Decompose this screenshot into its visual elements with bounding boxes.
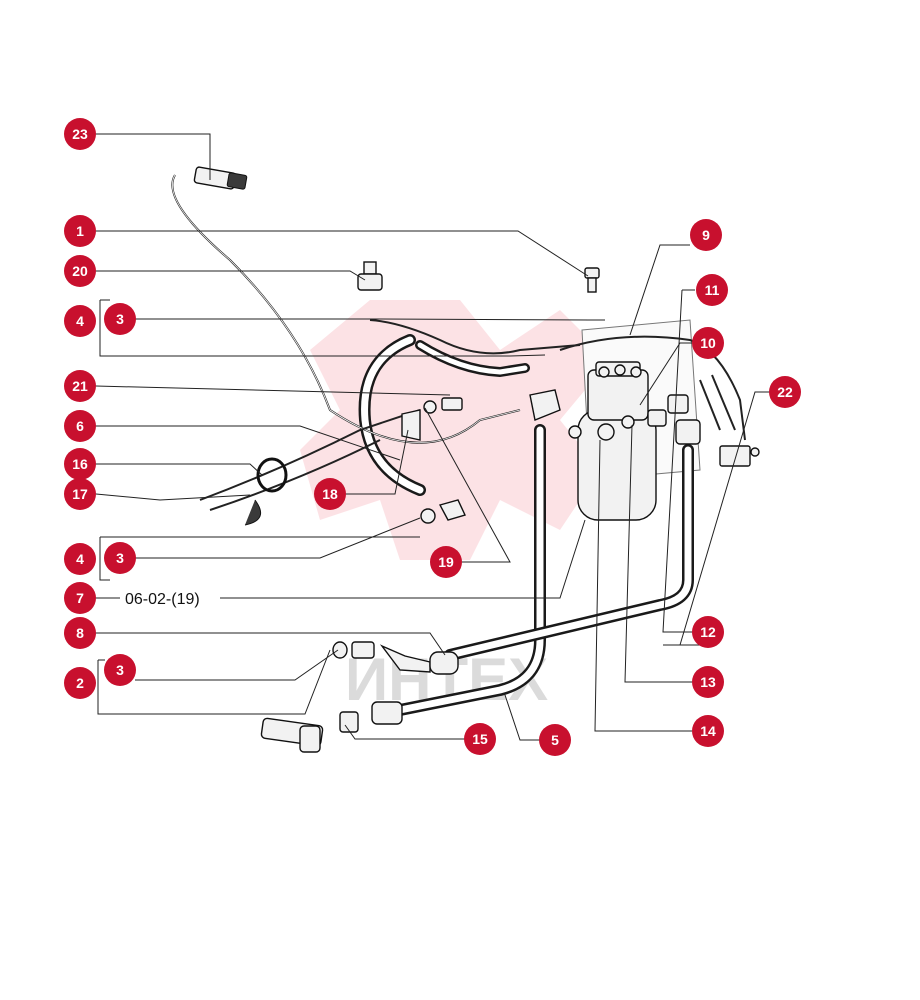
callout-1: 1 bbox=[64, 215, 96, 247]
callout-16-label: 16 bbox=[72, 456, 88, 472]
callout-11: 11 bbox=[696, 274, 728, 306]
callout-10-label: 10 bbox=[700, 335, 716, 351]
callout-14: 14 bbox=[692, 715, 724, 747]
callout-21: 21 bbox=[64, 370, 96, 402]
callout-3-middle-label: 3 bbox=[116, 550, 124, 566]
callout-10: 10 bbox=[692, 327, 724, 359]
callout-3-upper: 3 bbox=[104, 303, 136, 335]
filter-inlet-fittings bbox=[529, 389, 635, 441]
banjo-bolt-part bbox=[423, 397, 463, 414]
callout-2: 2 bbox=[64, 667, 96, 699]
callout-9-label: 9 bbox=[702, 227, 710, 243]
callout-4-upper: 4 bbox=[64, 305, 96, 337]
callout-8: 8 bbox=[64, 617, 96, 649]
bolt-part bbox=[584, 267, 600, 293]
callout-6: 6 bbox=[64, 410, 96, 442]
clip-part bbox=[401, 409, 421, 441]
callout-15: 15 bbox=[464, 723, 496, 755]
callout-4-lower-label: 4 bbox=[76, 551, 84, 567]
tee-fitting bbox=[260, 717, 324, 753]
callout-20: 20 bbox=[64, 255, 96, 287]
callout-12: 12 bbox=[692, 616, 724, 648]
adapter-fitting bbox=[339, 701, 403, 733]
callout-3-middle: 3 bbox=[104, 542, 136, 574]
clamp-part bbox=[244, 457, 288, 526]
callout-9: 9 bbox=[690, 219, 722, 251]
callout-7: 7 bbox=[64, 582, 96, 614]
callout-4-upper-label: 4 bbox=[76, 313, 84, 329]
callout-18-label: 18 bbox=[322, 486, 338, 502]
callout-16: 16 bbox=[64, 448, 96, 480]
callout-7-label: 7 bbox=[76, 590, 84, 606]
elbow-fitting bbox=[420, 499, 466, 524]
callout-14-label: 14 bbox=[700, 723, 716, 739]
callout-18: 18 bbox=[314, 478, 346, 510]
callout-21-label: 21 bbox=[72, 378, 88, 394]
callout-17: 17 bbox=[64, 478, 96, 510]
callout-3-lower: 3 bbox=[104, 654, 136, 686]
callout-1-label: 1 bbox=[76, 223, 84, 239]
callout-19-label: 19 bbox=[438, 554, 454, 570]
wires bbox=[171, 174, 746, 511]
callout-23: 23 bbox=[64, 118, 96, 150]
right-fittings bbox=[647, 394, 760, 467]
callout-3-upper-label: 3 bbox=[116, 311, 124, 327]
callout-19: 19 bbox=[430, 546, 462, 578]
reference-label: 06-02-(19) bbox=[125, 591, 200, 608]
callout-8-label: 8 bbox=[76, 625, 84, 641]
leader-lines bbox=[95, 133, 770, 741]
callout-4-lower: 4 bbox=[64, 543, 96, 575]
callout-11-label: 11 bbox=[705, 282, 720, 298]
callout-5: 5 bbox=[539, 724, 571, 756]
callout-15-label: 15 bbox=[472, 731, 488, 747]
callout-3-lower-label: 3 bbox=[116, 662, 124, 678]
callout-5-label: 5 bbox=[551, 732, 559, 748]
callout-23-label: 23 bbox=[72, 126, 88, 142]
small-parts bbox=[193, 166, 760, 753]
callout-20-label: 20 bbox=[72, 263, 88, 279]
callout-12-label: 12 bbox=[700, 624, 716, 640]
callout-22-label: 22 bbox=[777, 384, 793, 400]
hoses bbox=[358, 334, 694, 718]
callout-6-label: 6 bbox=[76, 418, 84, 434]
sensor-part bbox=[193, 166, 248, 190]
callout-2-label: 2 bbox=[76, 675, 84, 691]
callout-17-label: 17 bbox=[72, 486, 88, 502]
callout-13-label: 13 bbox=[700, 674, 716, 690]
callout-22: 22 bbox=[769, 376, 801, 408]
switch-part bbox=[357, 261, 383, 291]
callout-13: 13 bbox=[692, 666, 724, 698]
lower-fittings bbox=[332, 641, 459, 675]
fuel-filter bbox=[577, 319, 701, 521]
